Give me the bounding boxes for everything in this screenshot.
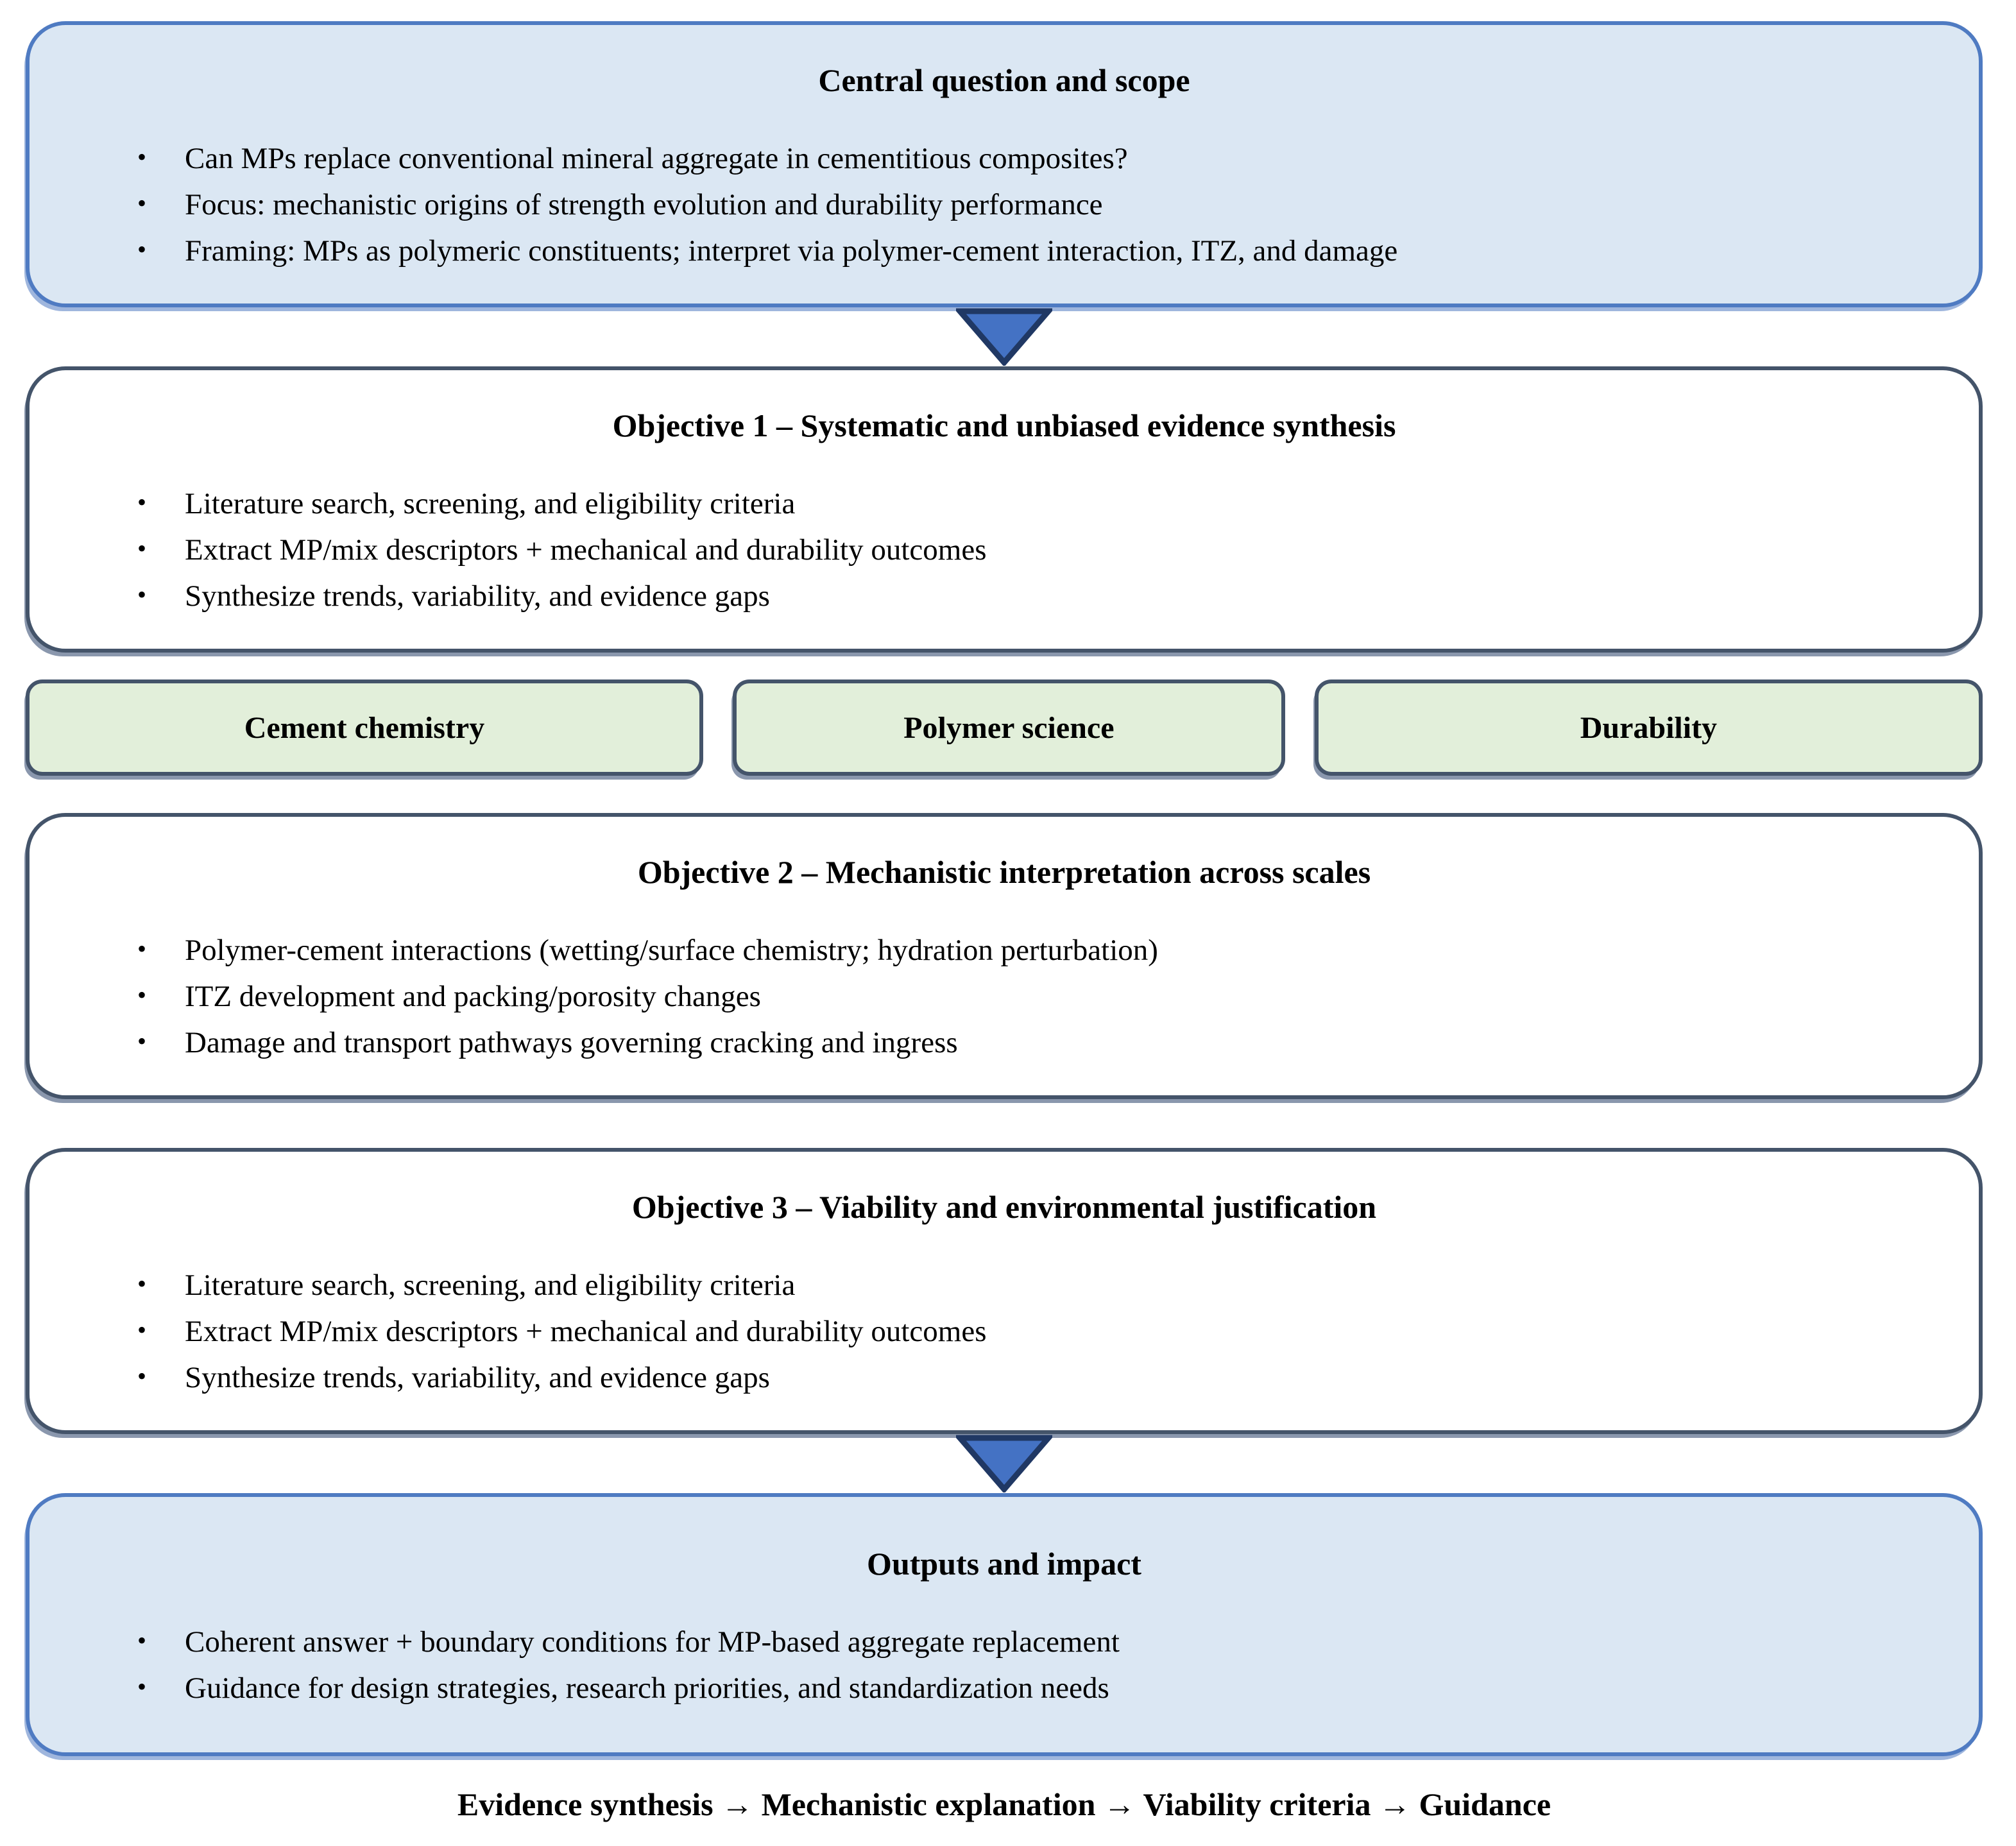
flow-connector-top xyxy=(26,307,1983,366)
bullet-item: Synthesize trends, variability, and evid… xyxy=(133,572,1915,619)
bullet-item: Synthesize trends, variability, and evid… xyxy=(133,1353,1915,1401)
bullet-item: Coherent answer + boundary conditions fo… xyxy=(133,1618,1915,1665)
bullet-item: Can MPs replace conventional mineral agg… xyxy=(133,134,1915,182)
objective2-title: Objective 2 – Mechanistic interpretation… xyxy=(637,854,1371,890)
arrow-down-shape xyxy=(956,308,1052,366)
objective1-title: Objective 1 – Systematic and unbiased ev… xyxy=(612,407,1396,443)
arrow-down-icon xyxy=(956,1435,1052,1492)
discipline-label: Polymer science xyxy=(903,710,1115,745)
objective1-bullets: Literature search, screening, and eligib… xyxy=(94,479,1915,619)
objective2-box: Objective 2 – Mechanistic interpretation… xyxy=(26,813,1983,1099)
objective3-bullets: Literature search, screening, and eligib… xyxy=(94,1261,1915,1401)
flow-connector-bottom xyxy=(26,1434,1983,1493)
discipline-durability: Durability xyxy=(1314,679,1983,776)
central-question-box: Central question and scope Can MPs repla… xyxy=(26,21,1983,307)
central-question-bullets: Can MPs replace conventional mineral agg… xyxy=(94,134,1915,274)
discipline-label: Durability xyxy=(1580,710,1718,745)
bullet-item: ITZ development and packing/porosity cha… xyxy=(133,972,1915,1020)
bullet-item: Extract MP/mix descriptors + mechanical … xyxy=(133,526,1915,573)
bullet-item: Damage and transport pathways governing … xyxy=(133,1018,1915,1066)
discipline-polymer-science: Polymer science xyxy=(732,679,1285,776)
bullet-item: Framing: MPs as polymeric constituents; … xyxy=(133,226,1915,274)
arrow-down-shape xyxy=(956,1435,1052,1492)
bullet-item: Focus: mechanistic origins of strength e… xyxy=(133,180,1915,228)
arrow-down-icon xyxy=(956,308,1052,366)
bullet-item: Literature search, screening, and eligib… xyxy=(133,1261,1915,1308)
discipline-label: Cement chemistry xyxy=(244,710,485,745)
central-question-title: Central question and scope xyxy=(818,62,1190,98)
outputs-impact-box: Outputs and impact Coherent answer + bou… xyxy=(26,1493,1983,1756)
bullet-item: Polymer-cement interactions (wetting/sur… xyxy=(133,926,1915,973)
bullet-item: Literature search, screening, and eligib… xyxy=(133,479,1915,527)
disciplines-row: Cement chemistry Polymer science Durabil… xyxy=(26,679,1983,776)
outputs-impact-title: Outputs and impact xyxy=(867,1546,1141,1582)
objective3-box: Objective 3 – Viability and environmenta… xyxy=(26,1148,1983,1434)
process-caption: Evidence synthesis → Mechanistic explana… xyxy=(457,1786,1551,1822)
bullet-item: Guidance for design strategies, research… xyxy=(133,1664,1915,1711)
outputs-impact-bullets: Coherent answer + boundary conditions fo… xyxy=(94,1618,1915,1711)
objective3-title: Objective 3 – Viability and environmenta… xyxy=(631,1189,1377,1225)
objective1-box: Objective 1 – Systematic and unbiased ev… xyxy=(26,366,1983,653)
bullet-item: Extract MP/mix descriptors + mechanical … xyxy=(133,1307,1915,1355)
discipline-cement-chemistry: Cement chemistry xyxy=(26,679,703,776)
objective2-bullets: Polymer-cement interactions (wetting/sur… xyxy=(94,926,1915,1066)
